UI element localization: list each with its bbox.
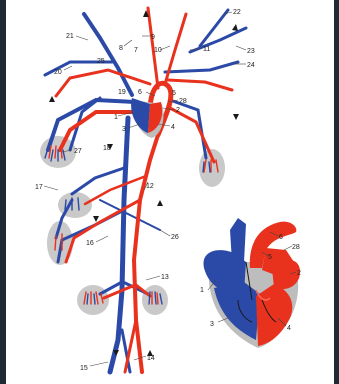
label-7: 7 bbox=[134, 47, 138, 54]
label-8: 8 bbox=[119, 45, 123, 52]
label-15: 15 bbox=[80, 365, 88, 372]
label-22: 22 bbox=[233, 9, 241, 16]
label-24: 24 bbox=[247, 62, 255, 69]
label-26: 26 bbox=[171, 234, 179, 241]
label-13: 13 bbox=[161, 274, 169, 281]
kidney-left bbox=[77, 285, 109, 315]
heart-label-4: 4 bbox=[287, 325, 291, 332]
label-23: 23 bbox=[247, 48, 255, 55]
label-21: 21 bbox=[66, 33, 74, 40]
label-18: 18 bbox=[103, 145, 111, 152]
label-17: 17 bbox=[35, 184, 43, 191]
heart-label-2: 2 bbox=[297, 270, 301, 277]
label-28: 28 bbox=[179, 98, 187, 105]
label-3: 3 bbox=[122, 126, 126, 133]
label-9: 9 bbox=[151, 34, 155, 41]
label-12: 12 bbox=[146, 183, 154, 190]
label-1: 1 bbox=[114, 114, 118, 121]
label-14: 14 bbox=[147, 355, 155, 362]
label-20: 20 bbox=[54, 69, 62, 76]
label-6: 6 bbox=[138, 89, 142, 96]
label-5: 5 bbox=[172, 90, 176, 97]
heart-label-1: 1 bbox=[200, 287, 204, 294]
label-19: 19 bbox=[118, 89, 126, 96]
label-16: 16 bbox=[86, 240, 94, 247]
label-4: 4 bbox=[171, 124, 175, 131]
heart-label-3: 3 bbox=[210, 321, 214, 328]
heart-label-5: 5 bbox=[268, 254, 272, 261]
label-11: 11 bbox=[203, 46, 210, 53]
label-25: 25 bbox=[97, 58, 105, 65]
label-27: 27 bbox=[74, 148, 82, 155]
label-10: 10 bbox=[154, 47, 162, 54]
label-2: 2 bbox=[176, 107, 180, 114]
heart-label-6: 6 bbox=[279, 234, 283, 241]
heart-label-28: 28 bbox=[292, 244, 300, 251]
